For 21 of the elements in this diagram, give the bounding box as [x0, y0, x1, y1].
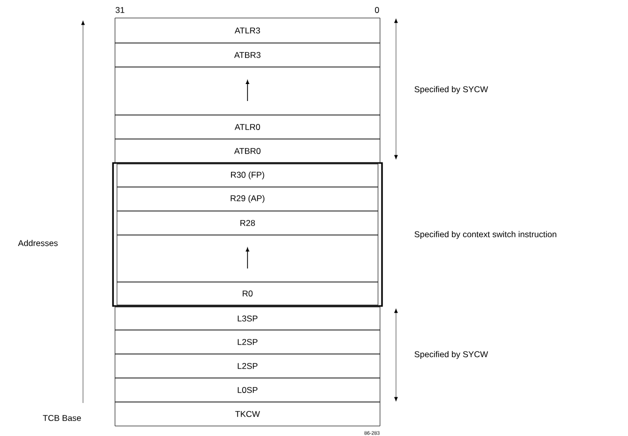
register-cell: L3SP	[114, 306, 380, 330]
register-group-box	[112, 162, 383, 307]
register-cell: L2SP	[114, 330, 380, 354]
annotation-text: Specified by SYCW	[414, 351, 488, 359]
register-cell: L0SP	[114, 378, 380, 402]
register-cell: L2SP	[114, 354, 380, 378]
annotation-text: TCB Base	[42, 415, 81, 421]
register-cell	[114, 66, 380, 116]
register-cell	[116, 234, 378, 282]
register-cell: R29 (AP)	[116, 186, 378, 212]
register-cell: ATLR3	[114, 18, 380, 44]
register-cell: ATBR3	[114, 42, 380, 68]
annotation-text: Specified by SYCW	[414, 86, 488, 94]
annotation-text: Addresses	[18, 240, 58, 246]
register-cell: TKCW	[114, 402, 380, 426]
register-cell: R0	[116, 282, 378, 306]
register-cell: ATBR0	[114, 138, 380, 164]
register-cell: R28	[116, 210, 378, 236]
annotation-text: Specified by context switch instruction	[414, 231, 556, 239]
register-cell: R30 (FP)	[116, 164, 378, 188]
register-cell: ATLR0	[114, 114, 380, 140]
